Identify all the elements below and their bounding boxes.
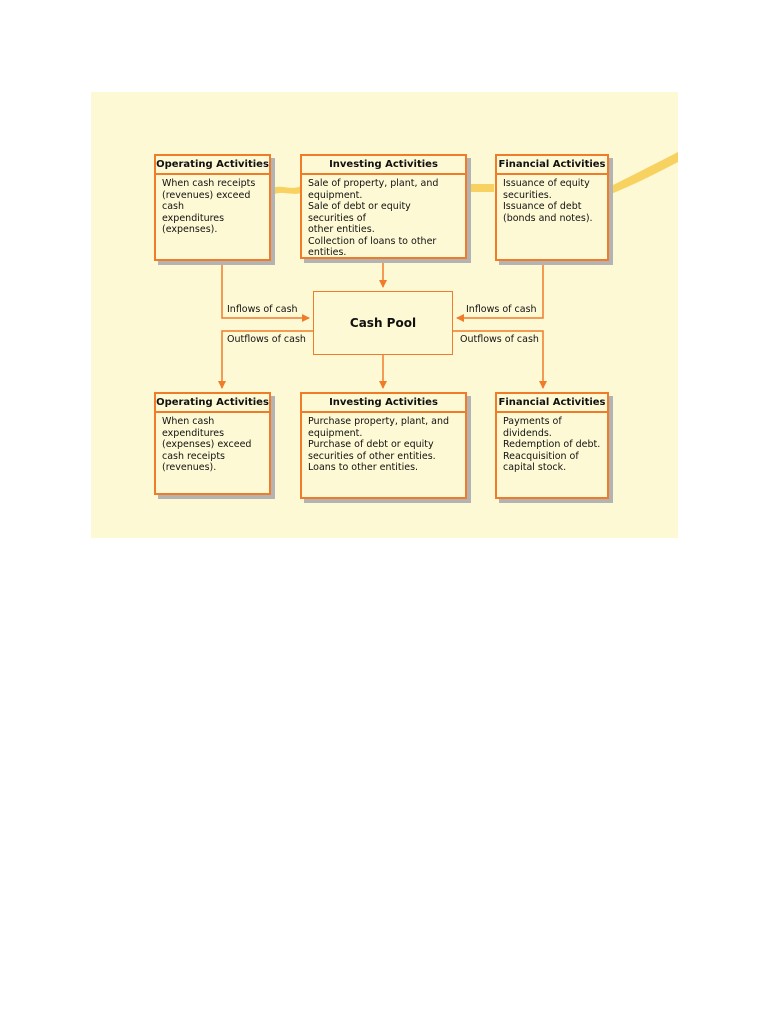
body-line: expenditures — [162, 427, 225, 439]
bottom-investing-box: Investing Activities Purchase property, … — [300, 392, 467, 499]
body-line: (revenues). — [162, 462, 217, 473]
body-line: (expenses) exceed — [162, 439, 252, 450]
arrow-operating-outflow — [218, 330, 313, 389]
body-line: Sale of debt or equity securities of — [308, 201, 411, 224]
body-line: Purchase of debt or equity — [308, 439, 434, 450]
body-line: Issuance of equity — [503, 178, 590, 189]
connector-layer — [218, 152, 678, 389]
slide-canvas: Operating Activities When cash receipts … — [91, 92, 678, 538]
body-line: Reacquisition of — [503, 450, 579, 462]
body-line: equipment. — [308, 427, 363, 439]
inflow-left-label: Inflows of cash — [227, 304, 298, 315]
body-line: Collection of loans to other — [308, 235, 437, 247]
cash-pool-box: Cash Pool — [313, 291, 453, 355]
box-title: Financial Activities — [497, 156, 607, 175]
inflow-right-label: Inflows of cash — [466, 304, 537, 315]
top-operating-box: Operating Activities When cash receipts … — [154, 154, 271, 261]
body-line: capital stock. — [503, 462, 567, 473]
arrow-financial-inflow — [456, 261, 544, 322]
body-line: entities. — [308, 247, 347, 258]
body-line: Loans to other entities. — [308, 462, 419, 473]
box-body: Purchase property, plant, and equipment.… — [302, 413, 465, 477]
body-line: equipment. — [308, 189, 363, 201]
brush-stroke-left — [273, 186, 301, 195]
box-body: When cash receipts (revenues) exceed cas… — [156, 175, 269, 239]
box-title: Operating Activities — [156, 156, 269, 175]
top-investing-box: Investing Activities Sale of property, p… — [300, 154, 467, 259]
body-line: When cash receipts — [162, 178, 256, 189]
top-financial-box: Financial Activities Issuance of equity … — [495, 154, 609, 261]
body-line: Payments of — [503, 416, 562, 427]
body-line: dividends. — [503, 427, 552, 439]
body-line: Issuance of debt — [503, 201, 582, 212]
box-title: Investing Activities — [302, 394, 465, 413]
cash-pool-label: Cash Pool — [349, 316, 417, 330]
box-body: Issuance of equity securities. Issuance … — [497, 175, 607, 227]
body-line: securities. — [503, 189, 552, 201]
brush-stroke-right — [467, 184, 494, 192]
body-line: expenditures — [162, 212, 225, 224]
box-body: Payments of dividends. Redemption of deb… — [497, 413, 607, 477]
box-body: When cash expenditures (expenses) exceed… — [156, 413, 269, 477]
body-line: other entities. — [308, 224, 375, 235]
body-line: Redemption of debt. — [503, 439, 601, 450]
body-line: Purchase property, plant, and — [308, 416, 450, 427]
body-line: (revenues) exceed cash — [162, 189, 251, 213]
body-line: When cash — [162, 416, 215, 427]
box-title: Operating Activities — [156, 394, 269, 413]
box-title: Financial Activities — [497, 394, 607, 413]
outflow-right-label: Outflows of cash — [460, 334, 539, 345]
body-line: securities of other entities. — [308, 450, 436, 462]
box-title: Investing Activities — [302, 156, 465, 175]
brush-stroke-far-right — [611, 152, 678, 194]
bottom-operating-box: Operating Activities When cash expenditu… — [154, 392, 271, 495]
body-line: Sale of property, plant, and — [308, 178, 439, 189]
body-line: cash receipts — [162, 450, 225, 462]
body-line: (bonds and notes). — [503, 212, 593, 224]
outflow-left-label: Outflows of cash — [227, 334, 306, 345]
body-line: (expenses). — [162, 224, 218, 235]
arrow-financial-outflow — [453, 330, 547, 389]
arrow-operating-inflow — [221, 261, 310, 322]
box-body: Sale of property, plant, and equipment. … — [302, 175, 465, 262]
bottom-financial-box: Financial Activities Payments of dividen… — [495, 392, 609, 499]
